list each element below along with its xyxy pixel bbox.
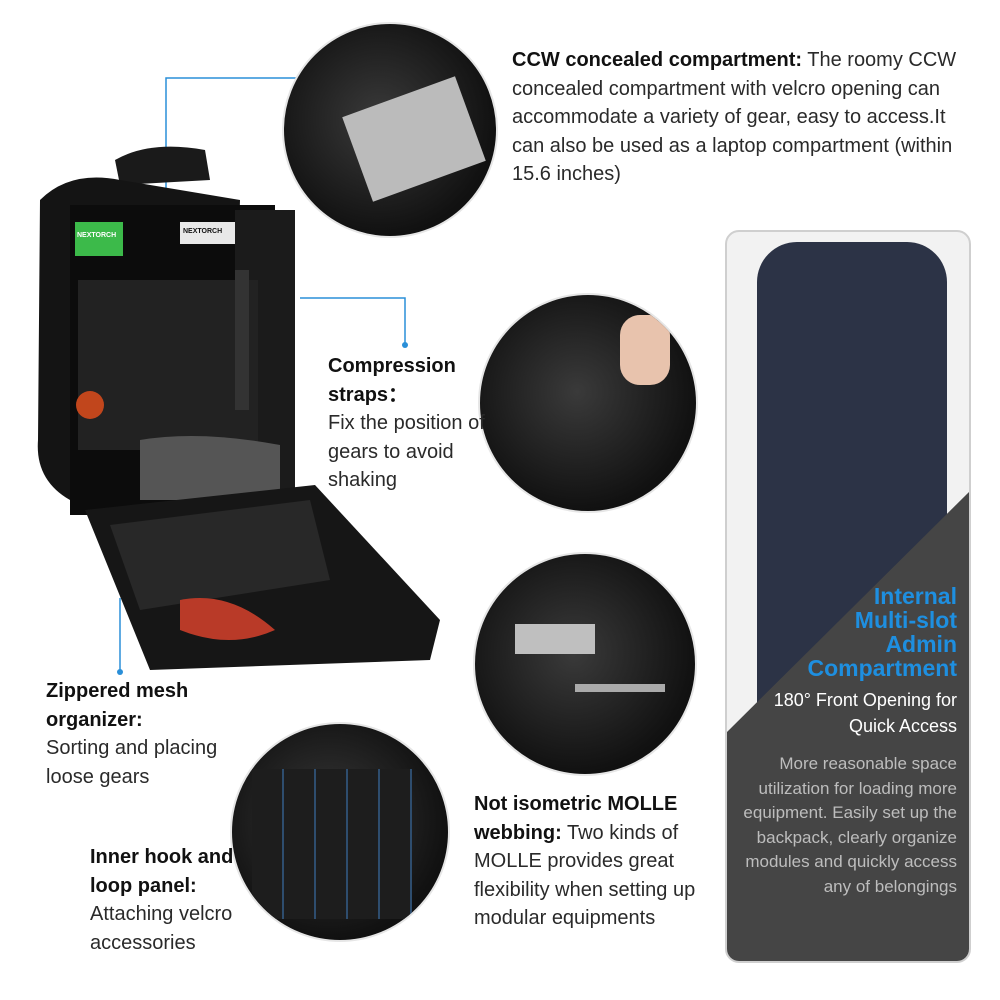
nextorch-logo-white: NEXTORCH	[183, 228, 223, 235]
mesh-description: Zippered mesh organizer:Sorting and plac…	[46, 680, 218, 788]
nextorch-logo-green: NEXTORCH	[77, 232, 117, 239]
molle-description: Not isometric MOLLE webbing: Two kinds o…	[474, 793, 696, 929]
laptop-compartment-photo	[282, 22, 498, 238]
ccw-description: CCW concealed compartment: The roomy CCW…	[512, 49, 957, 185]
backpack-image: NEXTORCH NEXTORCH	[30, 140, 450, 675]
compression-strap-photo	[478, 293, 698, 513]
hook-loop-description: Inner hook and loop panel:Attaching velc…	[90, 846, 234, 954]
panel-subtitle: 180° Front Opening for Quick Access	[773, 690, 957, 736]
compression-description: Compression straps：Fix the position of g…	[328, 355, 485, 491]
molle-webbing-photo	[473, 552, 697, 776]
panel-body: More reasonable space utilization for lo…	[743, 754, 957, 896]
hook-loop-panel-photo	[230, 722, 450, 942]
